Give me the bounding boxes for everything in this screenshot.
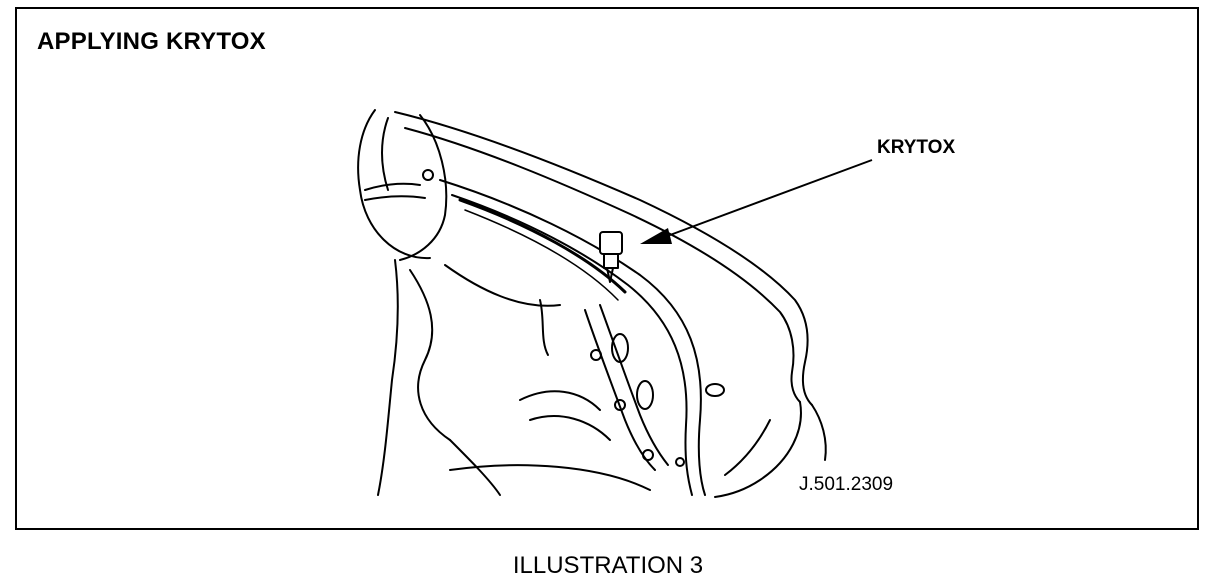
reference-code: J.501.2309 [799,474,894,495]
figure-frame [15,7,1199,530]
callout-label: KRYTOX [877,137,956,158]
trunk-lid-outline [394,111,813,406]
figure-caption: ILLUSTRATION 3 [512,552,704,579]
krytox-applicator [599,231,623,283]
figure-title: APPLYING KRYTOX [37,28,266,55]
